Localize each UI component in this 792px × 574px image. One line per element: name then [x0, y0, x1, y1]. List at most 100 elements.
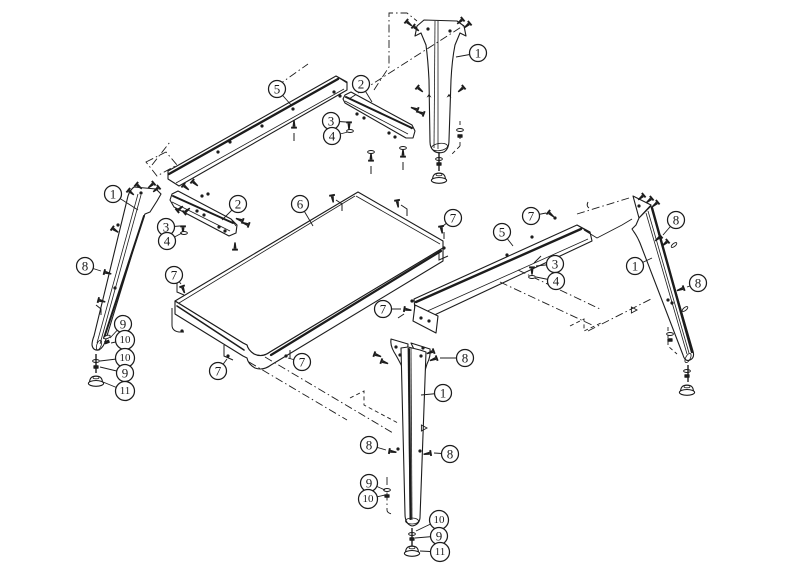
screw-hole-dot [206, 192, 210, 196]
screw-icon [438, 224, 445, 234]
callout-label: 9 [120, 317, 127, 332]
assembly-axis-line [151, 141, 171, 166]
callout-label: 3 [163, 220, 170, 235]
screw-icon [346, 121, 352, 130]
screw-hole-dot [418, 449, 422, 453]
foot-base [678, 388, 696, 396]
screw-icon [545, 209, 555, 218]
screw-icon [109, 225, 119, 233]
screw-hole-dot [228, 140, 232, 144]
callout-circle [290, 194, 310, 214]
callout-part-7: 7 [442, 208, 463, 228]
callout-label: 9 [436, 529, 443, 544]
screw-icon [372, 351, 382, 358]
flange-tab-line [171, 308, 184, 333]
callout-circle [75, 256, 95, 276]
screw-icon [152, 184, 162, 193]
callout-part-7: 7 [287, 352, 312, 372]
arrow-mark-icon [426, 93, 432, 98]
callout-label: 1 [440, 386, 447, 401]
screw-icon [180, 182, 190, 191]
callout-part-8: 8 [440, 348, 475, 368]
callout-circle [546, 271, 566, 291]
flange-tab-line [335, 199, 343, 211]
screw-icon [232, 242, 238, 251]
screw-icon [423, 450, 433, 457]
callout-circle [103, 184, 123, 204]
screw-hole-dot [200, 194, 204, 198]
screw-shaft [417, 86, 424, 93]
screw-shaft [405, 307, 412, 312]
flange-tab-line [438, 253, 449, 261]
callout-label: 7 [299, 355, 306, 370]
leveling-foot-icon [430, 172, 448, 184]
screw-icon [529, 266, 535, 275]
callout-part-8: 8 [686, 273, 708, 293]
screw-hole-dot [284, 354, 288, 358]
screw-head [102, 269, 107, 276]
screw-shaft [416, 110, 424, 115]
screw-hole-dot [670, 301, 674, 305]
nut-icon [104, 339, 110, 345]
washer-icon [683, 369, 691, 373]
screw-shaft [147, 182, 154, 189]
screw-head [681, 285, 686, 292]
callout-part-7: 7 [521, 206, 547, 226]
screw-hole-dot [216, 150, 220, 154]
screw-shaft [233, 242, 237, 249]
callout-circle [114, 380, 136, 402]
tabletop-thickness-band [174, 247, 444, 370]
callout-label: 9 [122, 366, 129, 381]
screw-shaft [401, 149, 405, 156]
screw-hole-dot [260, 124, 264, 128]
screw-hole-dot [637, 204, 641, 208]
washer-icon [367, 150, 375, 154]
callout-part-1: 1 [420, 383, 453, 403]
leg-left [91, 186, 162, 351]
screw-hole-dot [195, 209, 199, 213]
triangle-mark-icon [420, 424, 428, 432]
screw-hole-dot [355, 112, 359, 116]
screw-icon [174, 205, 184, 214]
washer-icon [399, 146, 407, 150]
callout-circle [373, 299, 393, 319]
callout-label: 3 [328, 114, 335, 129]
screw-shaft [98, 298, 106, 303]
callout-part-9: 9 [414, 526, 449, 546]
assembly-axis-line [576, 197, 630, 215]
screw-hole-dot [410, 299, 414, 303]
screw-head [403, 18, 409, 25]
screw-shaft [661, 240, 668, 247]
screw-shaft [429, 357, 437, 362]
foot-base [403, 549, 421, 557]
screw-head [96, 297, 101, 304]
screw-hole-dot [419, 354, 423, 358]
screw-head [372, 351, 377, 358]
screw-hole-dot [223, 229, 227, 233]
screw-head [174, 207, 180, 214]
screw-hole-dot [139, 191, 143, 195]
foot-base [87, 379, 105, 387]
screw-head [240, 217, 245, 224]
screw-head [125, 187, 131, 194]
callout-part-6: 6 [290, 194, 314, 227]
screw-shaft [330, 196, 335, 203]
side-rail-right [412, 224, 593, 334]
callout-circle [521, 206, 541, 226]
screw-head [379, 358, 384, 365]
screw-head [181, 209, 187, 216]
callout-circle [292, 352, 312, 372]
assembly-axis-line [349, 390, 399, 424]
screw-icon [416, 110, 426, 117]
assembly-axis-line [499, 281, 593, 326]
leg-right [631, 195, 695, 363]
screw-hole-dot [442, 246, 446, 250]
callout-part-4: 4 [535, 271, 566, 291]
callout-label: 8 [366, 438, 373, 453]
screw-head [232, 248, 238, 251]
callout-part-11: 11 [419, 541, 451, 563]
callout-circle [666, 210, 686, 230]
callout-part-2: 2 [351, 74, 373, 103]
screw-hole-dot [530, 235, 534, 239]
callout-part-8: 8 [433, 444, 460, 464]
